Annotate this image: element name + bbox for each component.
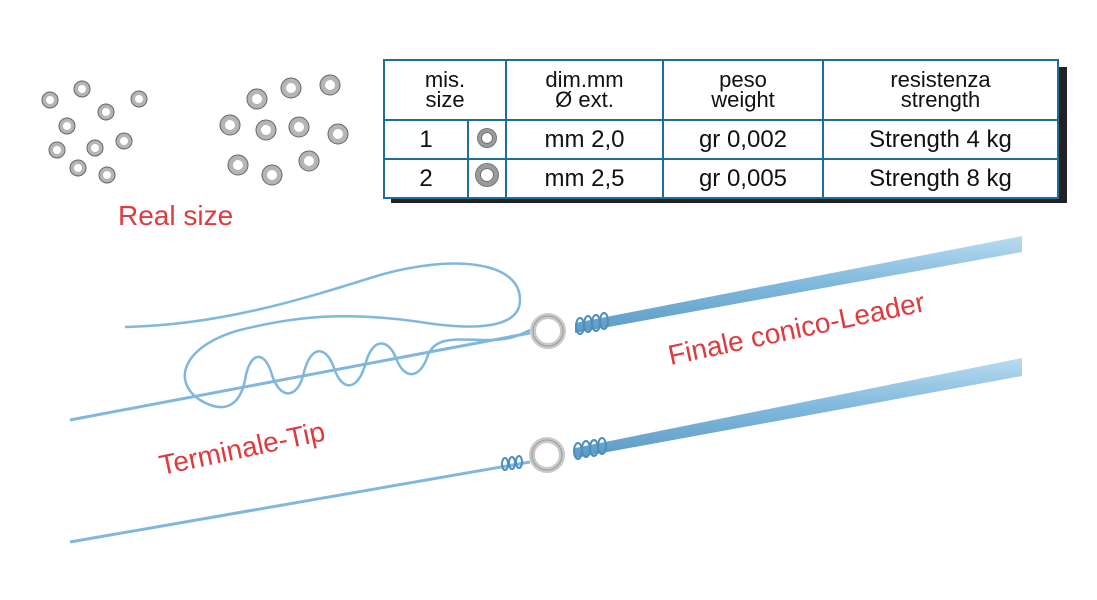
ring-edge bbox=[97, 103, 115, 121]
ring-icon bbox=[328, 124, 348, 144]
rings-size-1-cluster bbox=[41, 80, 148, 184]
ring-outline-top bbox=[532, 315, 564, 347]
ring-edge bbox=[227, 154, 249, 176]
leader-line-top bbox=[575, 236, 1022, 333]
ring-icon bbox=[116, 133, 132, 149]
header-dim: dim.mm Ø ext. bbox=[505, 59, 664, 121]
cell-dim: mm 2,5 bbox=[505, 158, 664, 199]
ring-icon bbox=[42, 92, 58, 108]
ring-large-icon bbox=[476, 164, 498, 186]
ring-icon bbox=[289, 117, 309, 137]
ring-icon bbox=[131, 91, 147, 107]
ring-icon bbox=[320, 75, 340, 95]
ring-icon bbox=[247, 89, 267, 109]
ring-edge bbox=[255, 119, 277, 141]
ring-small-icon bbox=[478, 128, 496, 147]
header-dim-it: dim.mm bbox=[545, 67, 624, 92]
cell-dim: mm 2,0 bbox=[505, 119, 664, 160]
top-assembly bbox=[69, 236, 1022, 422]
cell-weight: gr 0,005 bbox=[662, 158, 824, 199]
ring-outline-bottom bbox=[531, 439, 563, 471]
knot-wraps-top bbox=[575, 312, 609, 335]
cell-icon bbox=[467, 158, 507, 199]
tip-line-bottom bbox=[69, 460, 531, 544]
ring-icon bbox=[99, 167, 115, 183]
header-weight: peso weight bbox=[662, 59, 824, 121]
table-row: 1 mm 2,0 gr 0,002 Strength 4 kg bbox=[383, 119, 1059, 160]
ring-edge bbox=[58, 117, 76, 135]
ring-edge bbox=[261, 164, 283, 186]
ring-edge bbox=[130, 90, 148, 108]
ring-edge bbox=[219, 114, 241, 136]
cell-size: 1 bbox=[383, 119, 469, 160]
ring-edge bbox=[327, 123, 349, 145]
ring-icon bbox=[220, 115, 240, 135]
header-weight-en: weight bbox=[711, 87, 775, 112]
spec-table-container: mis. size dim.mm Ø ext. peso weight resi… bbox=[383, 59, 1067, 203]
knot-wraps-bottom-right bbox=[573, 437, 607, 460]
ring-icon bbox=[74, 81, 90, 97]
cell-icon bbox=[467, 119, 507, 160]
header-size-it: mis. bbox=[424, 67, 466, 92]
knot-wraps-bottom-left bbox=[501, 455, 523, 471]
header-size-en: size bbox=[425, 87, 465, 112]
ring-icon bbox=[281, 78, 301, 98]
ring-icon bbox=[256, 120, 276, 140]
ring-icon bbox=[70, 160, 86, 176]
real-size-label: Real size bbox=[118, 200, 234, 231]
ring-icon bbox=[98, 104, 114, 120]
ring-edge bbox=[280, 77, 302, 99]
cell-size: 2 bbox=[383, 158, 469, 199]
tip-line-top bbox=[69, 331, 531, 422]
ring-icon bbox=[299, 151, 319, 171]
ring-icon bbox=[228, 155, 248, 175]
bottom-assembly bbox=[69, 358, 1022, 544]
ring-edge bbox=[115, 132, 133, 150]
ring-icon bbox=[49, 142, 65, 158]
cell-strength: Strength 4 kg bbox=[822, 119, 1059, 160]
ring-edge bbox=[73, 80, 91, 98]
header-dim-en: Ø ext. bbox=[555, 87, 614, 112]
header-weight-it: peso bbox=[719, 67, 767, 92]
leader-line-bottom bbox=[575, 358, 1022, 458]
ring-icon bbox=[87, 140, 103, 156]
ring-edge bbox=[319, 74, 341, 96]
cell-weight: gr 0,002 bbox=[662, 119, 824, 160]
table-row: 2 mm 2,5 gr 0,005 Strength 8 kg bbox=[383, 158, 1059, 199]
table-header-row: mis. size dim.mm Ø ext. peso weight resi… bbox=[383, 59, 1059, 121]
header-strength-it: resistenza bbox=[890, 67, 991, 92]
ring-icon bbox=[262, 165, 282, 185]
ring-edge bbox=[48, 141, 66, 159]
ring-icon bbox=[59, 118, 75, 134]
cell-strength: Strength 8 kg bbox=[822, 158, 1059, 199]
tip-loop-line bbox=[124, 262, 531, 409]
ring-edge bbox=[69, 159, 87, 177]
header-strength: resistenza strength bbox=[822, 59, 1059, 121]
ring-edge bbox=[41, 91, 59, 109]
ring-edge bbox=[288, 116, 310, 138]
ring-edge bbox=[86, 139, 104, 157]
ring-edge bbox=[246, 88, 268, 110]
header-size: mis. size bbox=[383, 59, 507, 121]
spec-table: mis. size dim.mm Ø ext. peso weight resi… bbox=[383, 59, 1059, 199]
ring-edge bbox=[98, 166, 116, 184]
rings-size-2-cluster bbox=[219, 74, 349, 186]
header-strength-en: strength bbox=[900, 87, 981, 112]
ring-edge bbox=[298, 150, 320, 172]
